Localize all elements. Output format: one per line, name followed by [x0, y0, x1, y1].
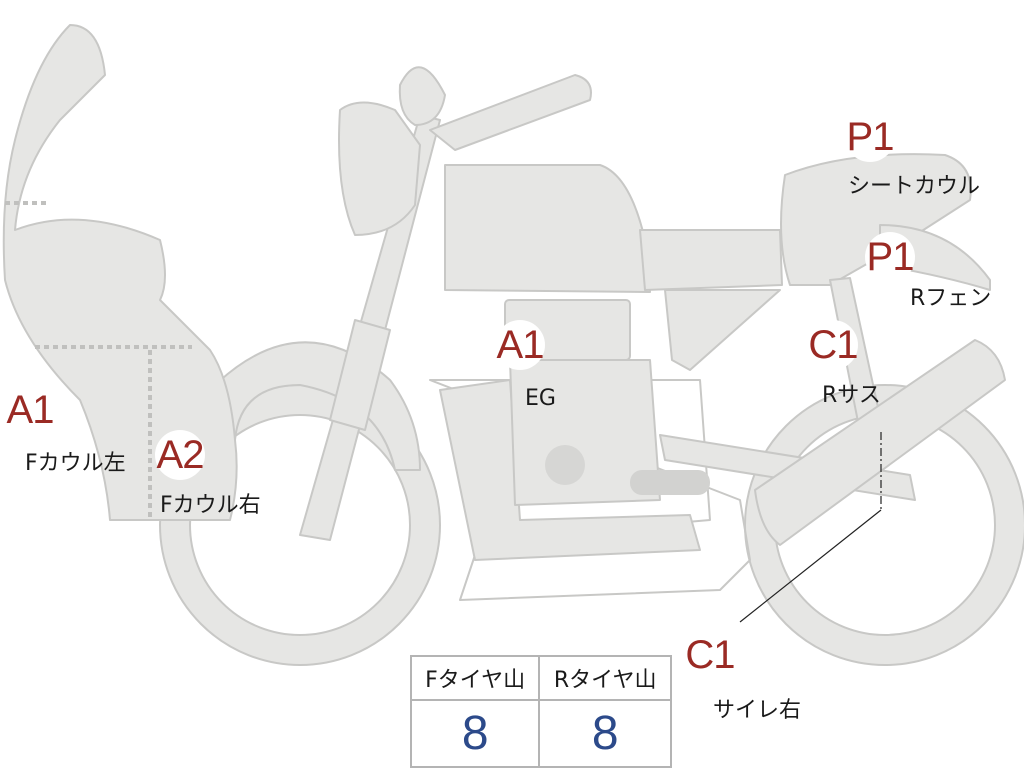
- grade-badge-fcowl-left: A1: [5, 385, 55, 435]
- rear-tire-tread-value: 8: [538, 699, 672, 768]
- part-label-fcowl-right: Fカウル右: [160, 493, 261, 518]
- part-label-muffler-right: サイレ右: [713, 698, 802, 723]
- handlebar: [429, 74, 592, 151]
- table-value-row: 8 8: [409, 699, 672, 768]
- part-label-rear-fender: Rフェン: [910, 286, 992, 311]
- grade-badge-rear-suspension: C1: [808, 320, 859, 370]
- rear-wheel: [745, 385, 1024, 665]
- mirror: [398, 66, 446, 126]
- tire-tread-table: Fタイヤ山 Rタイヤ山 8 8: [409, 655, 672, 768]
- frame: [429, 379, 751, 601]
- part-label-seat-cowl: シートカウル: [848, 174, 981, 199]
- grade-badge-fcowl-right: A2: [155, 430, 205, 480]
- grade-badge-rear-fender: P1: [865, 232, 915, 282]
- front-tire-tread-value: 8: [409, 699, 541, 768]
- front-wheel: [160, 385, 440, 665]
- part-label-rear-suspension: Rサス: [822, 383, 881, 408]
- part-label-fcowl-left: Fカウル左: [25, 451, 126, 476]
- part-label-engine: EG: [525, 386, 556, 411]
- seat: [639, 229, 783, 291]
- front-tire-tread-header: Fタイヤ山: [409, 655, 541, 701]
- headlight: [338, 101, 421, 236]
- rear-tire-tread-header: Rタイヤ山: [538, 655, 672, 701]
- grade-badge-engine: A1: [495, 320, 545, 370]
- grade-badge-muffler-right: C1: [685, 630, 736, 680]
- muffler: [754, 339, 1006, 546]
- grade-badge-seat-cowl: P1: [845, 112, 895, 162]
- table-header-row: Fタイヤ山 Rタイヤ山: [409, 655, 672, 701]
- front-cowl: [2, 24, 238, 521]
- fuel-tank: [444, 164, 651, 293]
